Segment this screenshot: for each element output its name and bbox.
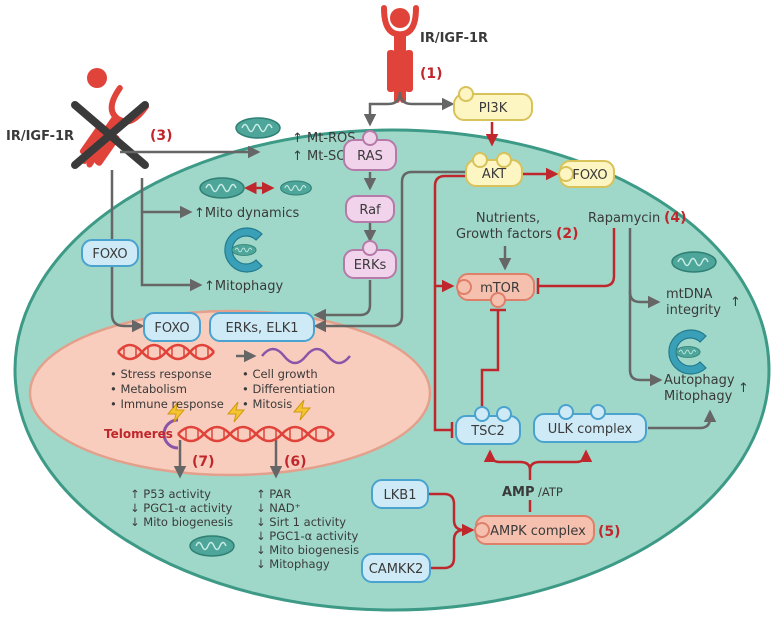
raf-box[interactable]: Raf	[345, 195, 395, 223]
arrow-receptor-pi3k	[398, 91, 455, 111]
foxo-nucleus-label: FOXO	[154, 321, 189, 336]
ulk-complex-box[interactable]: ULK complex	[533, 404, 647, 443]
arrow-erks-nucleus	[313, 280, 372, 322]
mitochondrion-icon	[199, 177, 245, 199]
arrow-receptor-ras	[363, 91, 402, 127]
receptor-icon	[381, 5, 419, 103]
mitochondrion-icon	[671, 251, 717, 273]
erks-elk1-label: ERKs, ELK1	[225, 321, 298, 336]
nutrients-line2: Growth factors	[456, 227, 552, 242]
lightning-icon	[292, 399, 312, 421]
outcome6-item: ↓ Mitophagy	[256, 557, 330, 571]
mtor-label: mTOR	[480, 281, 520, 296]
ulk-complex-label: ULK complex	[548, 422, 633, 437]
foxo-left-label: FOXO	[92, 247, 127, 262]
arrow-akt-nucleus	[313, 170, 468, 333]
label-1: (1)	[420, 66, 443, 82]
nucleus	[28, 309, 432, 477]
erks-label: ERKs	[354, 258, 387, 273]
label-7: (7)	[192, 454, 215, 470]
camkk2-label: CAMKK2	[369, 562, 424, 577]
outcome6-item: ↓ NAD⁺	[256, 501, 301, 515]
rapamycin-label: Rapamycin	[588, 211, 660, 226]
outcome6-item: ↓ Mito biogenesis	[256, 543, 359, 557]
nucleus-right-item: • Cell growth	[242, 367, 318, 381]
ras-box[interactable]: RAS	[343, 130, 397, 171]
dna-helix-icon	[177, 425, 335, 443]
nutrients-line1: Nutrients,	[476, 211, 540, 226]
label-6: (6)	[284, 454, 307, 470]
autophagy-line2: Mitophagy	[664, 389, 733, 404]
mito-dynamics-label: ↑Mito dynamics	[194, 206, 299, 221]
autophagy-arrow: ↑	[738, 381, 749, 396]
foxo-nucleus-box[interactable]: FOXO	[143, 312, 201, 342]
camkk2-box[interactable]: CAMKK2	[361, 553, 431, 583]
nucleus-left-item: • Immune response	[110, 397, 224, 411]
receptor-top-label: IR/IGF-1R	[420, 31, 488, 46]
pi3k-box[interactable]: PI3K	[453, 86, 533, 121]
outcome6-item: ↓ Sirt 1 activity	[256, 515, 346, 529]
raf-label: Raf	[359, 203, 381, 218]
label-3: (3)	[150, 128, 173, 144]
mtdna-line1: mtDNA	[666, 287, 712, 302]
inhibit-akt-tsc2	[433, 286, 452, 432]
mtdna-line2: integrity	[666, 303, 721, 318]
outcome6-item: ↑ PAR	[256, 487, 291, 501]
akt-box[interactable]: AKT	[465, 152, 523, 187]
ras-label: RAS	[357, 149, 383, 164]
inhibit-tsc2-mtor	[480, 310, 500, 416]
inhibit-rapamycin-mtor	[538, 228, 616, 288]
mtdna-arrow: ↑	[730, 295, 741, 310]
dna-helix-icon	[117, 343, 215, 361]
label-2: (2)	[556, 226, 579, 242]
erks-box[interactable]: ERKs	[343, 240, 397, 279]
mitochondrion-icon	[675, 346, 701, 358]
nucleus-left-item: • Stress response	[110, 367, 212, 381]
lightning-icon	[226, 401, 246, 423]
amp-label: AMP	[502, 485, 535, 500]
autophagy-line1: Autophagy	[664, 373, 735, 388]
tsc2-box[interactable]: TSC2	[455, 406, 521, 445]
foxo-right-box[interactable]: FOXO	[558, 160, 615, 188]
lkb1-label: LKB1	[384, 488, 417, 503]
nucleus-right-item: • Differentiation	[242, 382, 335, 396]
akt-label: AKT	[482, 167, 506, 182]
mitochondrion-icon	[235, 117, 281, 139]
lightning-icon	[166, 401, 186, 423]
label-4: (4)	[664, 210, 687, 226]
tsc2-label: TSC2	[470, 424, 505, 439]
mitochondrion-icon	[231, 244, 257, 256]
lkb1-box[interactable]: LKB1	[371, 479, 429, 509]
mtor-box[interactable]: mTOR	[456, 273, 535, 308]
ampk-complex-box[interactable]: AMPK complex	[474, 515, 595, 545]
outcome7-item: ↓ PGC1-α activity	[130, 501, 232, 515]
mitochondrion-icon	[189, 535, 235, 557]
mt-sod-label: ↑ Mt-SOD	[292, 149, 357, 164]
foxo-right-label: FOXO	[572, 168, 607, 183]
foxo-left-box[interactable]: FOXO	[81, 239, 139, 267]
atp-label: /ATP	[538, 485, 563, 499]
telomeres-label: Telomeres	[104, 427, 173, 441]
telomere-cap	[162, 418, 179, 450]
outcome6-item: ↓ PGC1-α activity	[256, 529, 358, 543]
outcome7-item: ↓ Mito biogenesis	[130, 515, 233, 529]
receptor-left-label: IR/IGF-1R	[6, 129, 74, 144]
mitophagy-label: ↑Mitophagy	[204, 279, 283, 294]
ampk-complex-label: AMPK complex	[490, 524, 586, 539]
nucleus-left-item: • Metabolism	[110, 382, 187, 396]
label-5: (5)	[598, 524, 621, 540]
nucleus-right-item: • Mitosis	[242, 397, 292, 411]
mt-ros-label: ↑ Mt-ROS	[292, 131, 356, 146]
cross-icon	[71, 101, 149, 169]
erks-elk1-box[interactable]: ERKs, ELK1	[209, 312, 315, 342]
outcome7-item: ↑ P53 activity	[130, 487, 211, 501]
arrow-akt-mtor	[433, 174, 468, 293]
pi3k-label: PI3K	[479, 101, 508, 116]
mitochondrion-icon	[280, 180, 312, 196]
dna-helix-icon	[261, 347, 351, 365]
